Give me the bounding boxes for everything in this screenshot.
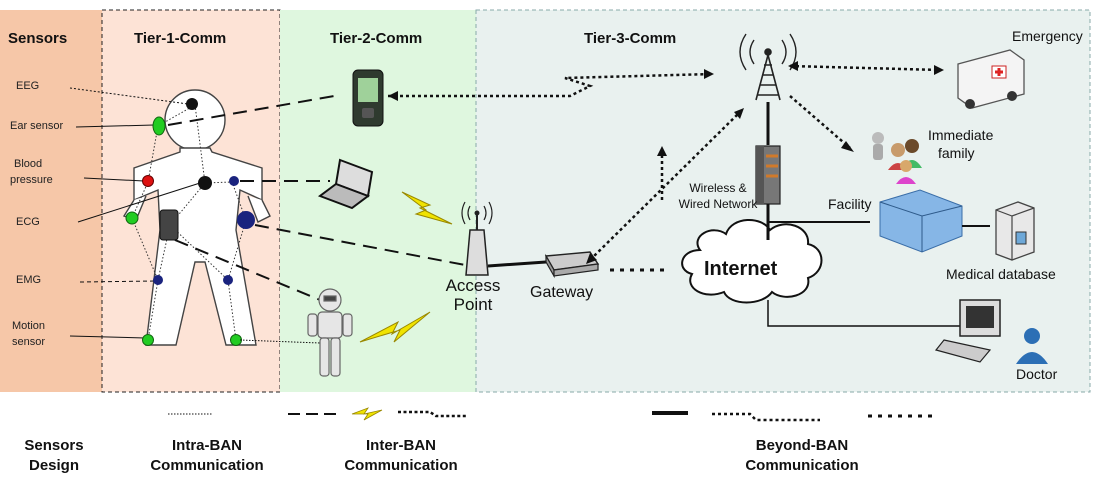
motion-sensor-left — [142, 334, 154, 346]
access-point-label-line1: Access — [445, 276, 501, 295]
blood-label-line1: Blood — [14, 158, 43, 170]
arm-sensor — [229, 176, 239, 186]
legend-inter-dotted-arrow — [398, 410, 466, 418]
motion-label-line1: Motion — [12, 320, 46, 332]
legend-beyond-ban-line1: Beyond-BAN — [755, 437, 849, 454]
arrowheads — [388, 61, 944, 264]
legend-inter-ban-line1: Inter-BAN — [366, 437, 436, 454]
family-label-line1: Immediate — [928, 127, 994, 143]
network-label: Wireless & Wired Network — [662, 180, 774, 212]
ear-sensor — [152, 116, 166, 136]
wrist-sensor — [237, 211, 255, 229]
pda-icon — [352, 69, 384, 127]
family-label-line2: family — [938, 145, 975, 161]
facility-label: Facility — [828, 196, 872, 212]
tier2-header: Tier-2-Comm — [330, 30, 423, 47]
internet-label: Internet — [704, 258, 778, 280]
beyond-ban-links — [388, 64, 941, 261]
motion-label-line2: sensor — [12, 336, 46, 348]
blood-pressure-sensor — [142, 175, 154, 187]
internet-cloud-icon — [681, 218, 823, 304]
network-label-line1: Wireless & — [689, 181, 747, 195]
blood-label-line2: pressure — [10, 174, 53, 186]
network-server-icon — [755, 145, 781, 205]
cell-tower-icon — [739, 33, 797, 101]
legend-beyond-ban-line2: Communication — [745, 457, 859, 474]
eeg-sensor — [186, 98, 198, 110]
legend-intra-ban-line2: Communication — [150, 457, 264, 474]
legend-inter-ban-line2: Communication — [344, 457, 458, 474]
legend-lightning — [351, 407, 383, 421]
family-label: Immediate family — [928, 126, 993, 162]
laptop-icon — [317, 158, 374, 210]
sensors-header: Sensors — [8, 30, 68, 47]
legend-beyond-ban: Beyond-BAN Communication — [732, 436, 872, 476]
hand-sensor — [125, 211, 139, 225]
facility-building-icon — [879, 189, 963, 253]
tier1-header: Tier-1-Comm — [134, 30, 227, 47]
doctor-label: Doctor — [1016, 366, 1058, 382]
legend-sensors-design: Sensors Design — [22, 436, 86, 476]
network-label-line2: Wired Network — [678, 197, 758, 211]
legend-inter-ban: Inter-BAN Communication — [336, 436, 466, 476]
legend-intra-ban: Intra-BAN Communication — [142, 436, 272, 476]
sensor-leader-lines — [69, 87, 201, 339]
lightning-icon-robot — [359, 311, 431, 343]
access-point-label-line2: Point — [453, 295, 493, 314]
emg-sensor-left — [153, 275, 163, 285]
doctor-person-icon — [1016, 328, 1048, 364]
phone-on-body — [159, 209, 179, 241]
lightning-icon-laptop — [401, 191, 453, 225]
gateway-label: Gateway — [530, 284, 594, 301]
emg-sensor-right — [223, 275, 233, 285]
ap-gateway-link — [487, 260, 547, 268]
gateway-icon — [544, 251, 600, 279]
legend-intra-ban-line1: Intra-BAN — [172, 437, 242, 454]
robot-link — [239, 339, 321, 344]
emg-label: EMG — [16, 274, 42, 286]
access-point-icon — [461, 201, 493, 276]
family-people-icon — [872, 132, 922, 184]
sensors-region — [0, 10, 102, 392]
database-server-icon — [995, 201, 1035, 261]
legend-sensors-design-line2: Design — [28, 457, 79, 474]
medical-database-label: Medical database — [946, 266, 1056, 282]
ambulance-icon — [957, 49, 1025, 109]
legend-beyond-dotted-arrow — [712, 412, 820, 422]
internet-doctor-link — [767, 300, 960, 327]
emergency-label: Emergency — [1012, 28, 1083, 44]
motion-sensor-right — [230, 334, 242, 346]
eeg-label: EEG — [16, 80, 40, 92]
inter-ban-links — [167, 94, 466, 301]
robot-icon — [307, 288, 353, 377]
ecg-sensor — [198, 176, 212, 190]
legend-sensors-design-line1: Sensors — [24, 437, 84, 454]
ear-sensor-label: Ear sensor — [10, 120, 64, 132]
tier3-header: Tier-3-Comm — [584, 30, 677, 47]
ecg-label: ECG — [16, 216, 40, 228]
doctor-computer-icon — [934, 299, 1001, 363]
access-point-label: Access Point — [438, 276, 508, 314]
